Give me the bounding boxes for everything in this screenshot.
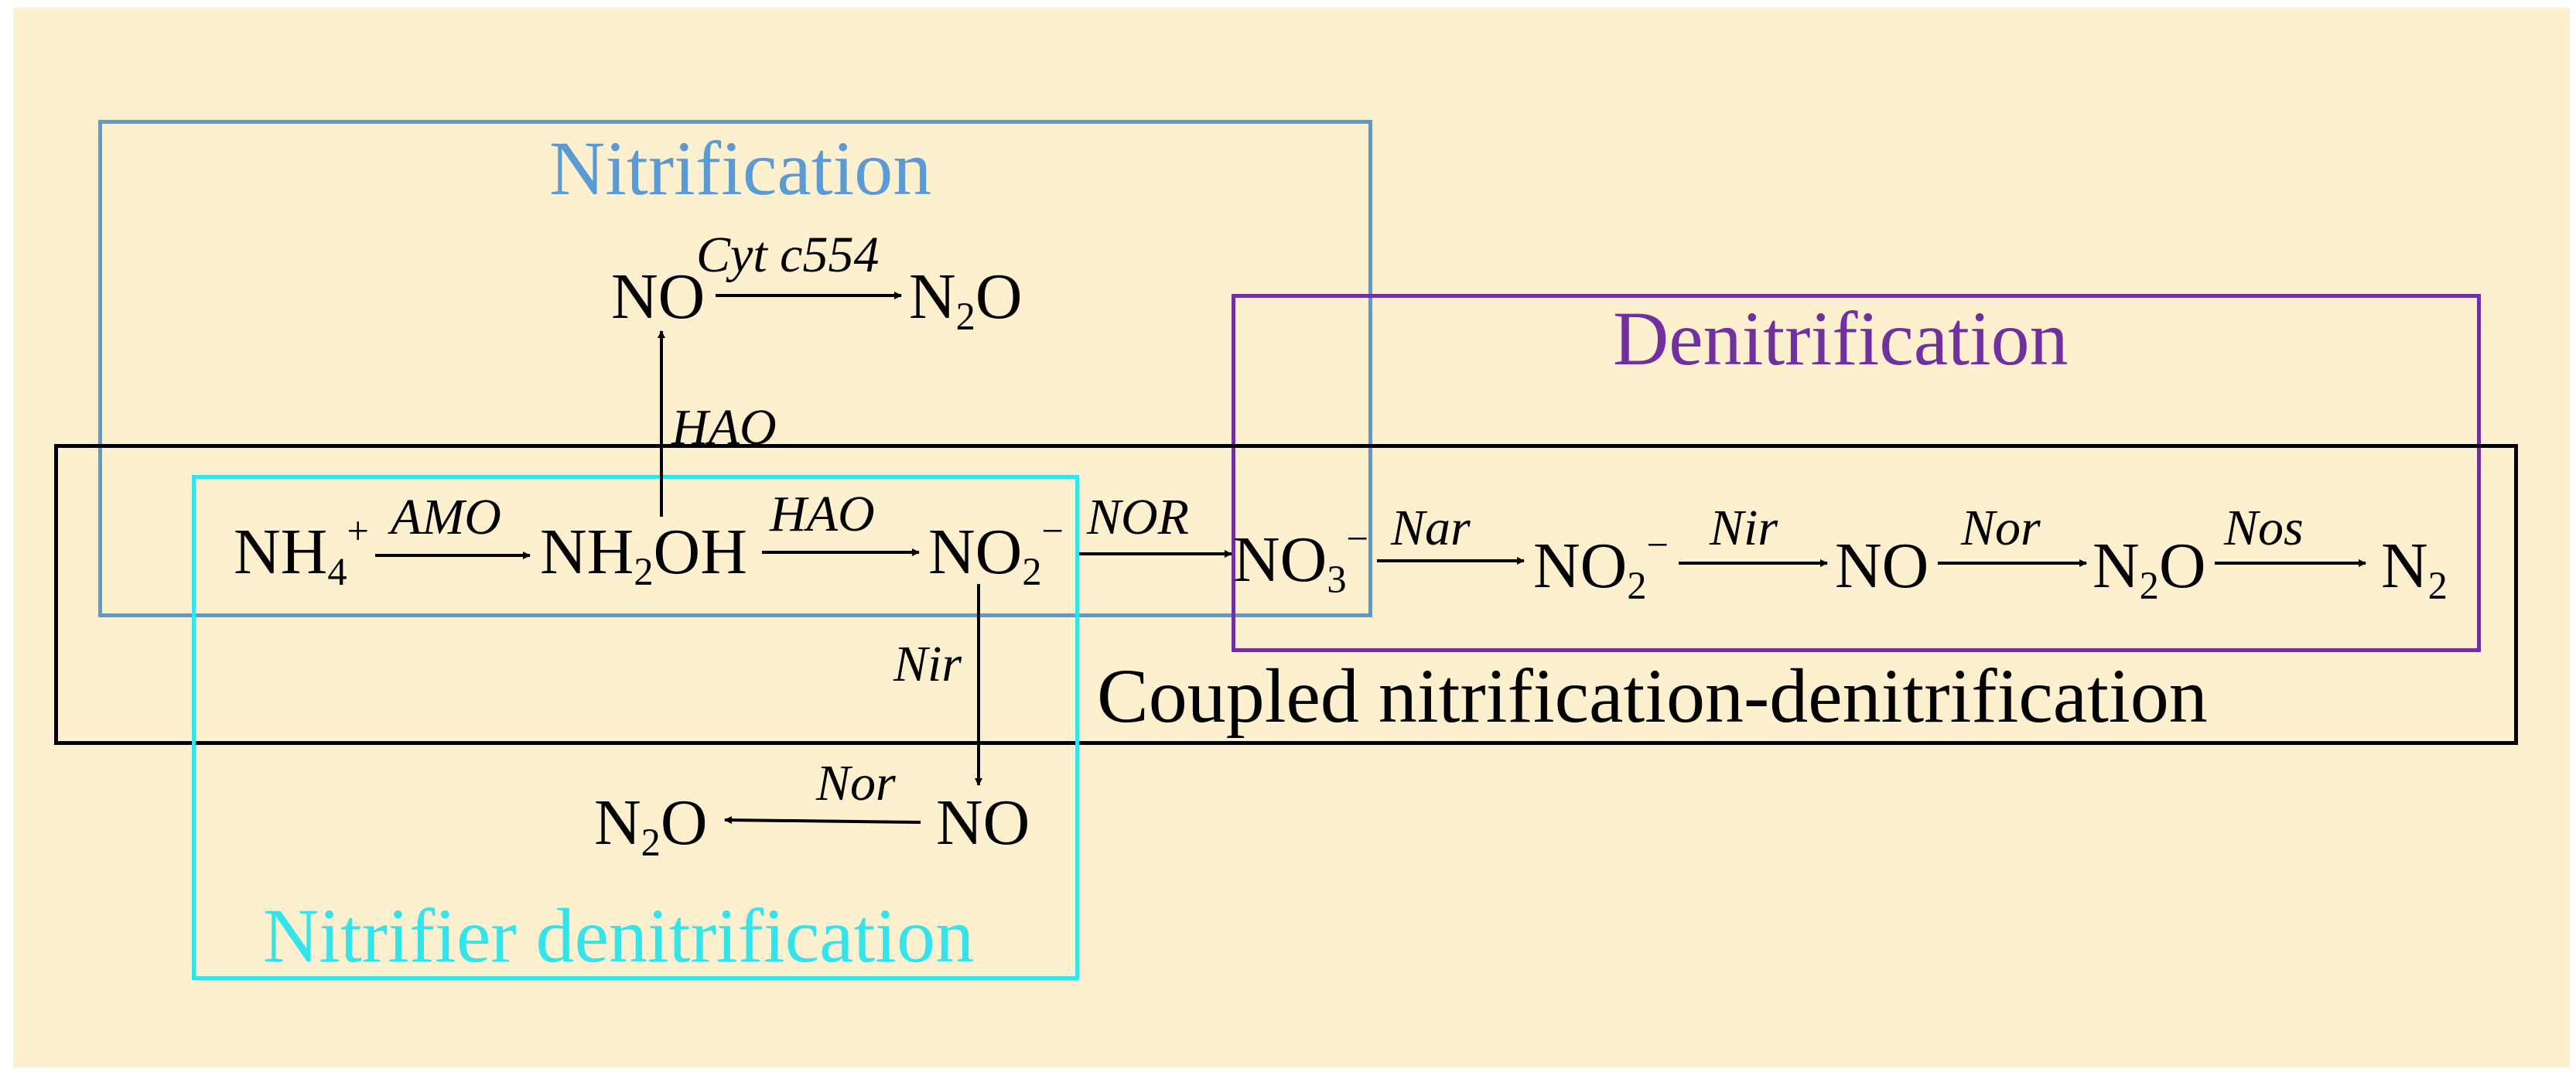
diagram-canvas [13, 8, 2570, 1067]
species-n2o: N2O [2093, 530, 2206, 608]
enzyme-nor-main: Nor [1961, 500, 2041, 556]
enzyme-hao-up: HAO [671, 399, 777, 456]
species-no2-nitrite: NO2− [928, 509, 1064, 594]
coupled-box [54, 444, 2518, 745]
enzyme-nos: Nos [2224, 500, 2304, 556]
denitrification-box [1232, 294, 2481, 652]
species-n2o-bottom: N2O [594, 787, 708, 865]
species-no: NO [1835, 530, 1929, 602]
nitrification-box [98, 120, 1372, 617]
species-no-bottom: NO [936, 787, 1030, 859]
species-no2-denit: NO2− [1533, 523, 1669, 608]
species-nh4: NH4+ [234, 509, 369, 594]
enzyme-nir-main: Nir [1710, 500, 1778, 556]
coupled-label: Coupled nitrification-denitrification [1097, 653, 2208, 739]
enzyme-amo: AMO [391, 489, 501, 545]
species-nh2oh: NH2OH [540, 516, 747, 594]
enzyme-nir-down: Nir [893, 636, 962, 692]
species-no3: NO3− [1233, 517, 1368, 602]
nitrifier-denitrification-label: Nitrifier denitrification [263, 893, 975, 979]
nitrifier-denitrification-box [192, 475, 1079, 980]
species-no-top: NO [611, 261, 705, 333]
enzyme-hao-main: HAO [770, 486, 875, 542]
denitrification-label: Denitrification [1613, 295, 2069, 381]
enzyme-nar: Nar [1391, 500, 1471, 556]
enzyme-nor-upper: NOR [1087, 489, 1189, 545]
species-n2: N2 [2381, 530, 2448, 608]
species-n2o-top: N2O [909, 261, 1023, 339]
enzyme-nor-bottom: Nor [816, 755, 896, 811]
nitrification-label: Nitrification [549, 125, 932, 211]
enzyme-cyt-c554: Cyt c554 [696, 227, 880, 283]
arrow-no-to-n2o-bottom [724, 816, 921, 825]
